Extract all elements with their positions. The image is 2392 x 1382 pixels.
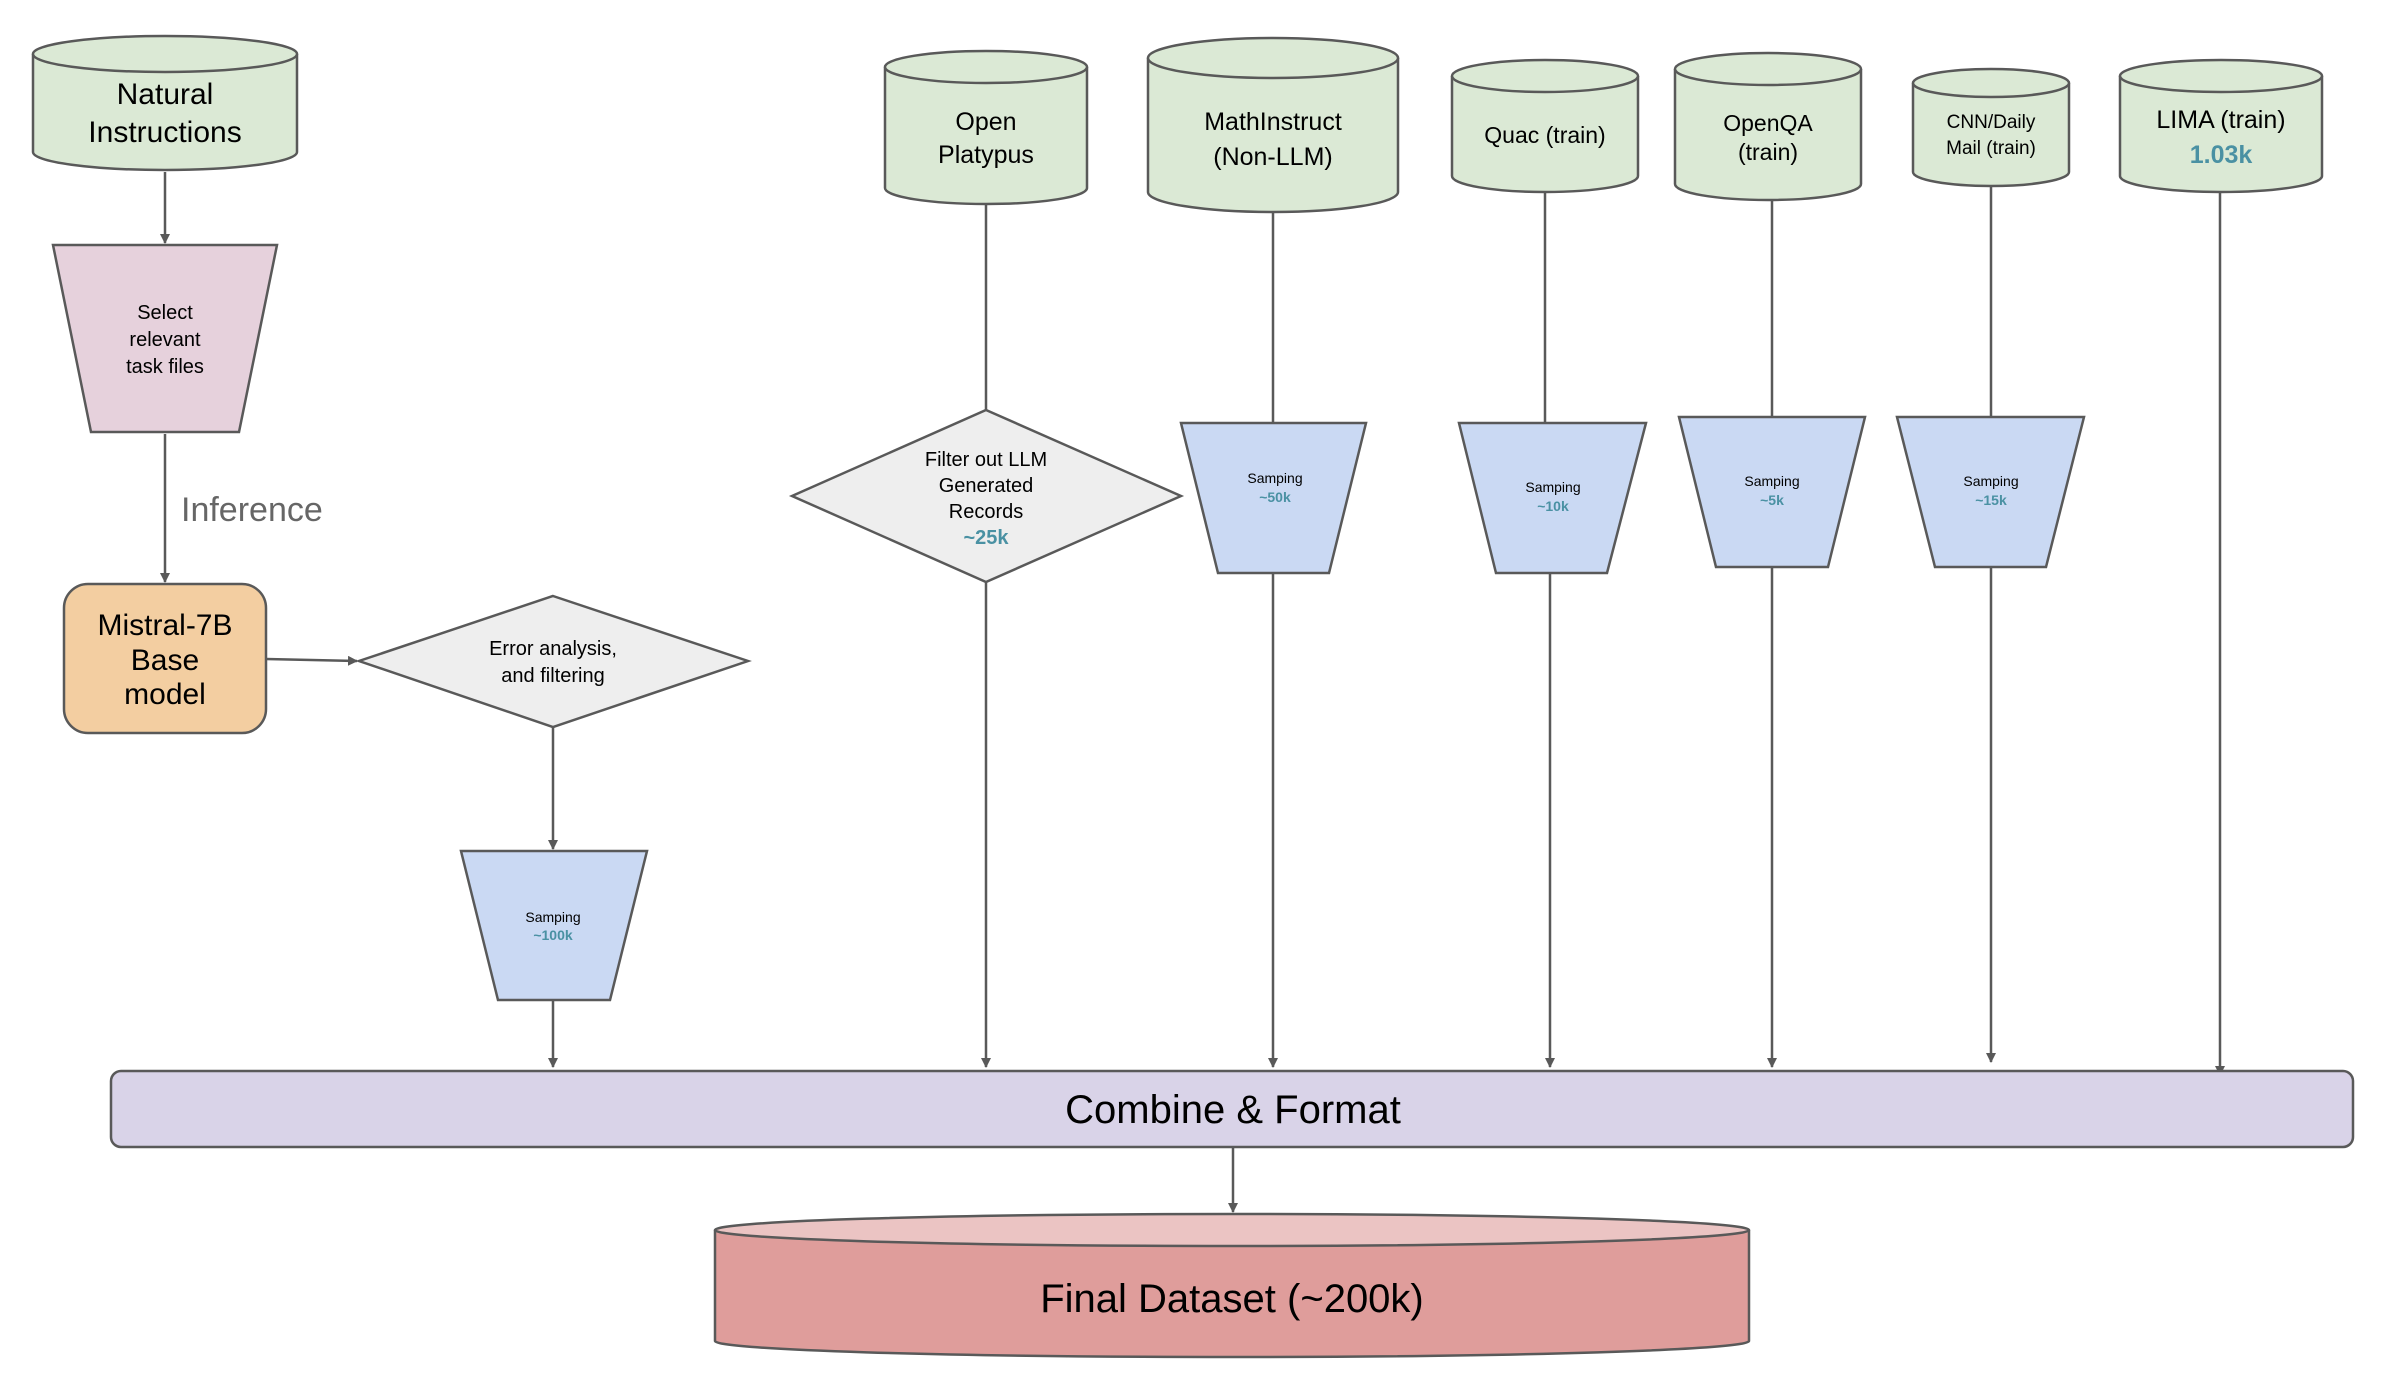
final-dataset-node: Final Dataset (~200k) bbox=[713, 1212, 1751, 1359]
mathinstruct-sampling-count: ~50k bbox=[1259, 489, 1291, 505]
quac-sampling-count: ~10k bbox=[1537, 498, 1569, 514]
combine-format-node: Combine & Format bbox=[109, 1069, 2355, 1149]
natural-instructions-line2: Instructions bbox=[88, 116, 241, 149]
cnn-sampling-count: ~15k bbox=[1975, 492, 2007, 508]
mathinstruct-source: MathInstruct (Non-LLM) bbox=[1146, 36, 1400, 214]
open-platypus-source: Open Platypus bbox=[883, 49, 1089, 206]
mathinstruct-sampling-label: Samping bbox=[1247, 470, 1302, 486]
filter-llm-decision: Filter out LLM Generated Records ~25k bbox=[788, 408, 1185, 584]
quac-sampling-label: Samping bbox=[1525, 479, 1580, 495]
filter-line3: Records bbox=[949, 501, 1023, 523]
filter-count: ~25k bbox=[963, 527, 1009, 549]
mistral-line3: model bbox=[124, 678, 206, 711]
cnn-dailymail-source: CNN/Daily Mail (train) bbox=[1911, 67, 2071, 188]
mathinstruct-line2: (Non-LLM) bbox=[1213, 143, 1332, 171]
filter-line2: Generated bbox=[939, 475, 1034, 497]
cnn-sampling-step: Samping ~15k bbox=[1895, 415, 2086, 569]
select-line1: Select bbox=[137, 302, 193, 324]
openqa-sampling-step: Samping ~5k bbox=[1677, 415, 1867, 569]
sampling-main-label: Samping bbox=[525, 909, 580, 925]
sampling-main-step: Samping ~100k bbox=[459, 849, 649, 1002]
quac-line1: Quac (train) bbox=[1484, 122, 1605, 148]
inference-label: Inference bbox=[181, 491, 323, 529]
edge-mistral-to-error bbox=[265, 655, 358, 666]
mathinstruct-line1: MathInstruct bbox=[1204, 108, 1342, 136]
openqa-sampling-label: Samping bbox=[1744, 473, 1799, 489]
natural-instructions-line1: Natural bbox=[117, 78, 214, 111]
select-task-files-step: Select relevant task files bbox=[51, 243, 279, 434]
edges bbox=[160, 172, 2225, 1213]
open-platypus-line1: Open bbox=[955, 108, 1016, 136]
error-analysis-decision: Error analysis, and filtering bbox=[355, 594, 752, 729]
mistral-model-node: Mistral-7B Base model bbox=[62, 582, 268, 735]
mathinstruct-sampling-step: Samping ~50k bbox=[1179, 421, 1368, 575]
lima-source: LIMA (train) 1.03k bbox=[2118, 58, 2324, 194]
sampling-main-count: ~100k bbox=[533, 927, 573, 943]
openqa-line2: (train) bbox=[1738, 139, 1798, 165]
cnn-line2: Mail (train) bbox=[1946, 138, 2036, 159]
mistral-line1: Mistral-7B bbox=[97, 609, 232, 642]
lima-count: 1.03k bbox=[2190, 141, 2253, 169]
combine-label: Combine & Format bbox=[1065, 1088, 1401, 1132]
error-line1: Error analysis, bbox=[489, 638, 617, 660]
select-line3: task files bbox=[126, 356, 204, 378]
final-label: Final Dataset (~200k) bbox=[1040, 1277, 1424, 1321]
natural-instructions-source: Natural Instructions bbox=[31, 34, 299, 172]
lima-line1: LIMA (train) bbox=[2156, 106, 2285, 134]
cnn-line1: CNN/Daily bbox=[1947, 112, 2036, 133]
filter-line1: Filter out LLM bbox=[925, 449, 1047, 471]
openqa-source: OpenQA (train) bbox=[1673, 51, 1863, 202]
error-line2: and filtering bbox=[501, 665, 604, 687]
mistral-line2: Base bbox=[131, 644, 199, 677]
quac-source: Quac (train) bbox=[1450, 58, 1640, 194]
quac-sampling-step: Samping ~10k bbox=[1457, 421, 1648, 575]
open-platypus-line2: Platypus bbox=[938, 141, 1034, 169]
select-line2: relevant bbox=[129, 329, 201, 351]
cnn-sampling-label: Samping bbox=[1963, 473, 2018, 489]
openqa-sampling-count: ~5k bbox=[1760, 492, 1784, 508]
openqa-line1: OpenQA bbox=[1723, 110, 1813, 136]
